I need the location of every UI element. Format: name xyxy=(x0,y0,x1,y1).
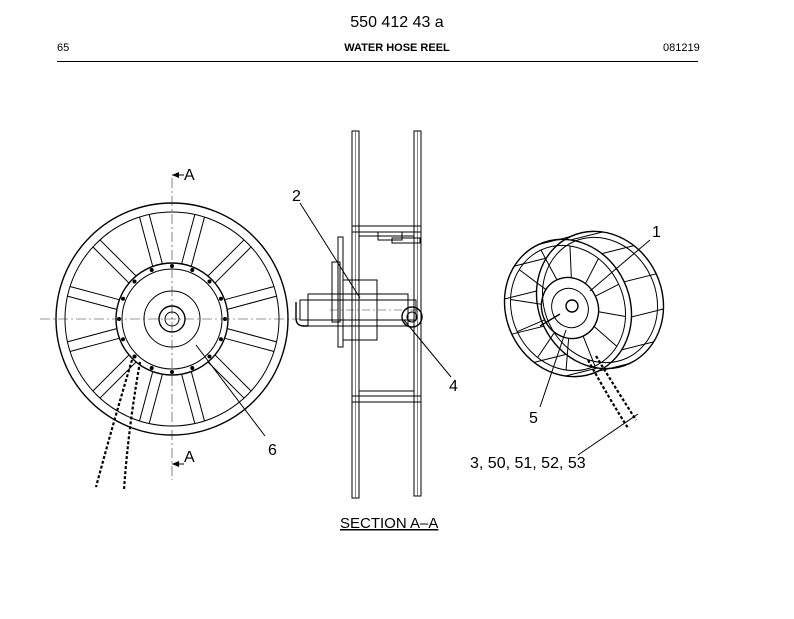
callout-1: 1 xyxy=(652,224,661,241)
header-rule xyxy=(57,61,698,62)
callout-2: 2 xyxy=(292,188,301,205)
document-title: WATER HOSE REEL xyxy=(344,42,450,54)
section-marker-bottom: A xyxy=(184,449,195,466)
callout-3-group: 3, 50, 51, 52, 53 xyxy=(470,455,586,472)
callout-5: 5 xyxy=(529,410,538,427)
section-label: SECTION A–A xyxy=(340,515,438,532)
document-number: 550 412 43 a xyxy=(350,14,444,31)
date-code: 081219 xyxy=(663,42,700,54)
section-view-reel xyxy=(295,130,452,499)
front-view-reel xyxy=(40,172,300,491)
isometric-view-reel xyxy=(503,230,665,456)
callout-4: 4 xyxy=(449,378,458,395)
callout-6: 6 xyxy=(268,442,277,459)
section-marker-top: A xyxy=(184,167,195,184)
page-number: 65 xyxy=(57,42,70,54)
